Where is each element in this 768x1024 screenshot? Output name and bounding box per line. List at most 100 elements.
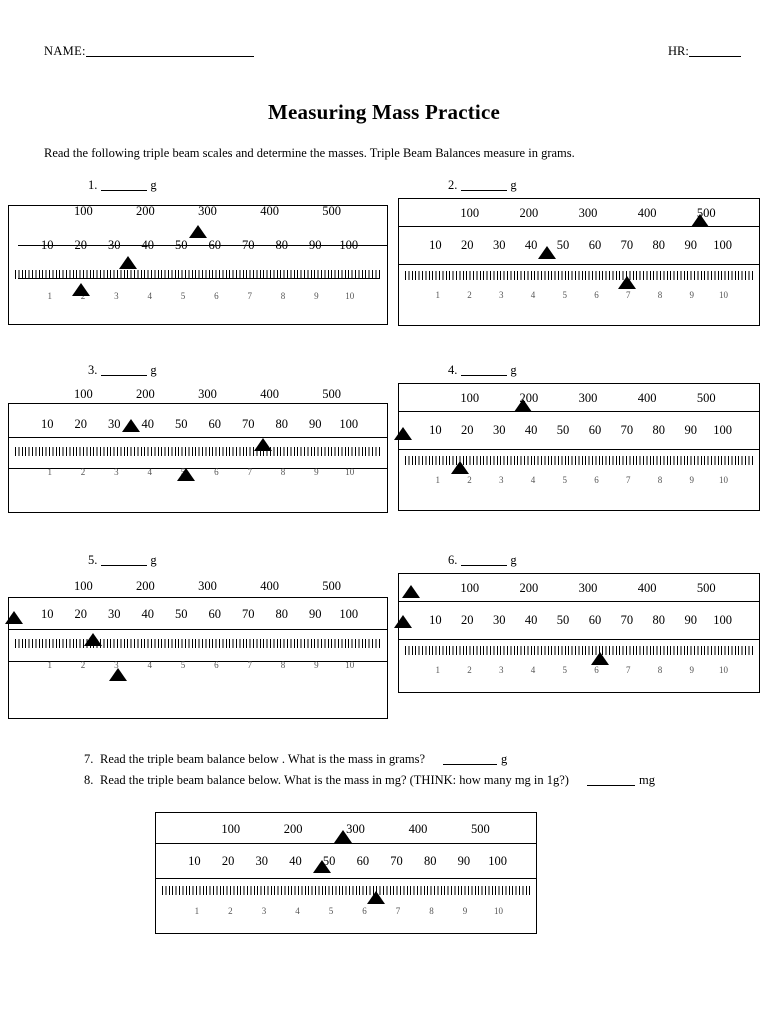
balance-pointer[interactable]: [691, 214, 710, 227]
scale-tick-label: 6: [362, 906, 367, 916]
scale-tick-label: 80: [652, 423, 666, 437]
scale-tick-label: 2: [467, 290, 472, 300]
scale-tick-label: 500: [322, 387, 341, 401]
beam-divider: [398, 449, 760, 450]
balance-pointer[interactable]: [84, 633, 103, 646]
scale-tick-label: 20: [461, 238, 474, 252]
balance-answer-blank[interactable]: [101, 565, 148, 566]
balance-pointer[interactable]: [109, 668, 128, 681]
scale-tick-label: 40: [524, 238, 538, 252]
hr-label: HR:: [668, 44, 689, 58]
balance-answer-line: 2.g: [448, 178, 517, 193]
instructions-text: Read the following triple beam scales an…: [44, 146, 575, 160]
balance-pointer[interactable]: [617, 276, 636, 289]
scale-tick-label: 200: [136, 579, 155, 593]
scale-tick-label: 5: [180, 291, 186, 301]
balance-pointer[interactable]: [514, 399, 532, 412]
scale-tick-label: 100: [460, 391, 480, 405]
scale-tick-label: 3: [498, 475, 504, 485]
scale-tick-label: 9: [314, 291, 319, 301]
balance-pointer[interactable]: [121, 419, 140, 432]
beam-divider: [8, 661, 388, 662]
balance-pointer[interactable]: [4, 611, 23, 624]
scale-tick-label: 200: [136, 204, 155, 218]
question-8-unit: mg: [638, 773, 655, 787]
scale-tick-label: 40: [141, 607, 154, 621]
scale-tick-label: 8: [280, 291, 286, 301]
scale-tick-label: 40: [524, 613, 538, 627]
scale-tick-label: 9: [689, 665, 695, 675]
scale-tick-label: 500: [470, 822, 490, 836]
scale-tick-label: 80: [423, 854, 437, 868]
balance-pointer[interactable]: [401, 585, 420, 598]
scale-tick-label: 60: [588, 613, 602, 627]
balance-pointer[interactable]: [119, 256, 138, 269]
balance-pointer[interactable]: [450, 461, 469, 474]
scale-tick-label: 4: [295, 906, 300, 916]
scale-tick-label: 2: [228, 906, 233, 916]
scale-tick-label: 200: [519, 581, 539, 595]
scale-tick-label: 100: [713, 238, 733, 252]
scale-tick-label: 7: [247, 467, 252, 477]
scale-tick-label: 40: [289, 854, 302, 868]
balance-answer-blank[interactable]: [461, 375, 508, 376]
scale-tick-label: 10: [494, 906, 504, 916]
question-7-unit: g: [501, 752, 508, 766]
beam-divider: [155, 843, 537, 844]
scale-tick-label: 90: [684, 423, 697, 437]
balance-frame: [8, 205, 388, 325]
fine-scale-hatching: [404, 456, 754, 465]
scale-tick-label: 90: [684, 613, 697, 627]
scale-tick-label: 100: [339, 417, 359, 431]
question-7-answer-blank[interactable]: [443, 764, 498, 765]
scale-tick-label: 500: [696, 581, 716, 595]
beam-divider: [8, 629, 388, 630]
scale-tick-label: 50: [174, 607, 188, 621]
scale-tick-label: 6: [214, 660, 219, 670]
balance-pointer[interactable]: [72, 283, 91, 296]
balance-number: 2.: [448, 178, 458, 192]
balance-answer-line: 5.g: [88, 553, 157, 568]
balance-answer-line: 3.g: [88, 363, 157, 378]
balance-pointer[interactable]: [254, 438, 273, 451]
scale-tick-label: 1: [435, 290, 440, 300]
scale-tick-label: 40: [524, 423, 538, 437]
scale-tick-label: 60: [588, 423, 602, 437]
scale-tick-label: 30: [492, 238, 506, 252]
scale-tick-label: 80: [652, 613, 666, 627]
balance-pointer[interactable]: [367, 891, 386, 904]
balance-pointer[interactable]: [394, 615, 413, 628]
scale-tick-label: 500: [322, 204, 341, 218]
balance-pointer[interactable]: [189, 225, 207, 238]
name-input-blank[interactable]: [85, 56, 254, 57]
balance-pointer[interactable]: [538, 246, 557, 259]
scale-tick-label: 60: [356, 854, 370, 868]
scale-tick-label: 2: [467, 665, 472, 675]
balance-pointer[interactable]: [313, 860, 332, 873]
balance-pointer[interactable]: [177, 468, 196, 481]
scale-tick-label: 8: [280, 467, 286, 477]
question-8-text: Read the triple beam balance below. What…: [100, 773, 569, 787]
balance-answer-blank[interactable]: [101, 375, 148, 376]
hr-input-blank[interactable]: [688, 56, 741, 57]
fine-scale-hatching: [404, 271, 754, 280]
scale-tick-label: 10: [429, 423, 442, 437]
beam-divider: [398, 639, 760, 640]
scale-tick-label: 4: [147, 660, 152, 670]
balance-answer-blank[interactable]: [461, 565, 508, 566]
balance-answer-blank[interactable]: [461, 190, 508, 191]
scale-tick-label: 10: [345, 660, 355, 670]
balance-pointer[interactable]: [334, 830, 353, 843]
question-8-number: 8.: [84, 773, 94, 787]
balance-answer-blank[interactable]: [101, 190, 148, 191]
scale-tick-label: 80: [275, 417, 289, 431]
scale-tick-label: 9: [314, 660, 319, 670]
scale-tick-label: 20: [461, 613, 474, 627]
balance-pointer[interactable]: [590, 652, 609, 665]
scale-tick-label: 60: [588, 238, 602, 252]
balance-pointer[interactable]: [394, 427, 413, 440]
question-8-answer-blank[interactable]: [586, 785, 635, 786]
beam-divider: [155, 878, 537, 879]
scale-tick-label: 10: [345, 291, 355, 301]
